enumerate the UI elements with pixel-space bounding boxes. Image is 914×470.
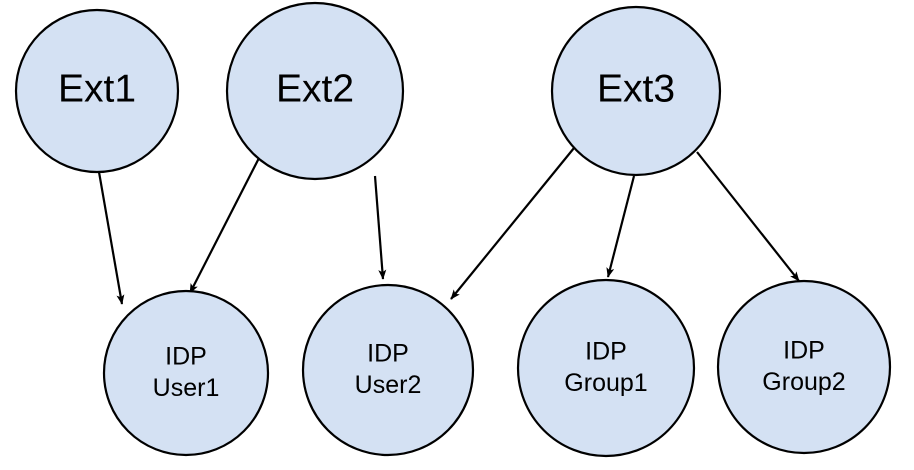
node-label-line1-idp-user1: IDP bbox=[165, 342, 207, 370]
edge-ext3-to-group1 bbox=[606, 175, 636, 278]
node-label-ext3: Ext3 bbox=[597, 67, 675, 110]
node-label-idp-group2: IDP Group2 bbox=[762, 336, 845, 396]
node-label-line2-idp-group2: Group2 bbox=[762, 368, 845, 396]
node-shape-idp-user2[interactable] bbox=[301, 283, 475, 457]
node-idp-group2[interactable]: IDP Group2 bbox=[716, 279, 892, 455]
node-shape-ext3[interactable] bbox=[550, 5, 722, 177]
edge-ext1-to-user1 bbox=[97, 171, 125, 305]
edge-ext2-to-user2 bbox=[373, 175, 387, 280]
edges-layer bbox=[97, 147, 800, 305]
node-label-line2-idp-group1: Group1 bbox=[564, 369, 647, 397]
node-shape-idp-group1[interactable] bbox=[516, 278, 696, 458]
node-ext2[interactable]: Ext2 bbox=[225, 1, 405, 181]
node-ext3[interactable]: Ext3 bbox=[550, 5, 722, 177]
node-label-line1-idp-user2: IDP bbox=[367, 339, 409, 367]
node-label-line1-idp-group1: IDP bbox=[585, 337, 627, 365]
edge-ext3-to-group2 bbox=[696, 151, 800, 282]
node-shape-ext2[interactable] bbox=[225, 1, 405, 181]
edge-ext2-to-user1 bbox=[189, 157, 260, 294]
node-shape-ext1[interactable] bbox=[14, 8, 180, 174]
node-idp-user1[interactable]: IDP User1 bbox=[102, 289, 270, 457]
node-label-line1-idp-group2: IDP bbox=[783, 336, 825, 364]
node-label-ext2: Ext2 bbox=[276, 67, 354, 110]
node-ext1[interactable]: Ext1 bbox=[14, 8, 180, 174]
node-label-line2-idp-user1: User1 bbox=[153, 374, 220, 402]
node-shape-idp-group2[interactable] bbox=[716, 279, 892, 455]
node-label-idp-user1: IDP User1 bbox=[153, 342, 220, 402]
node-label-line2-idp-user2: User2 bbox=[355, 371, 422, 399]
edge-ext3-to-user2 bbox=[450, 147, 575, 300]
node-idp-user2[interactable]: IDP User2 bbox=[301, 283, 475, 457]
node-idp-group1[interactable]: IDP Group1 bbox=[516, 278, 696, 458]
node-shape-idp-user1[interactable] bbox=[102, 289, 270, 457]
node-label-idp-group1: IDP Group1 bbox=[564, 337, 647, 397]
node-label-idp-user2: IDP User2 bbox=[355, 339, 422, 399]
node-label-ext1: Ext1 bbox=[58, 67, 136, 110]
